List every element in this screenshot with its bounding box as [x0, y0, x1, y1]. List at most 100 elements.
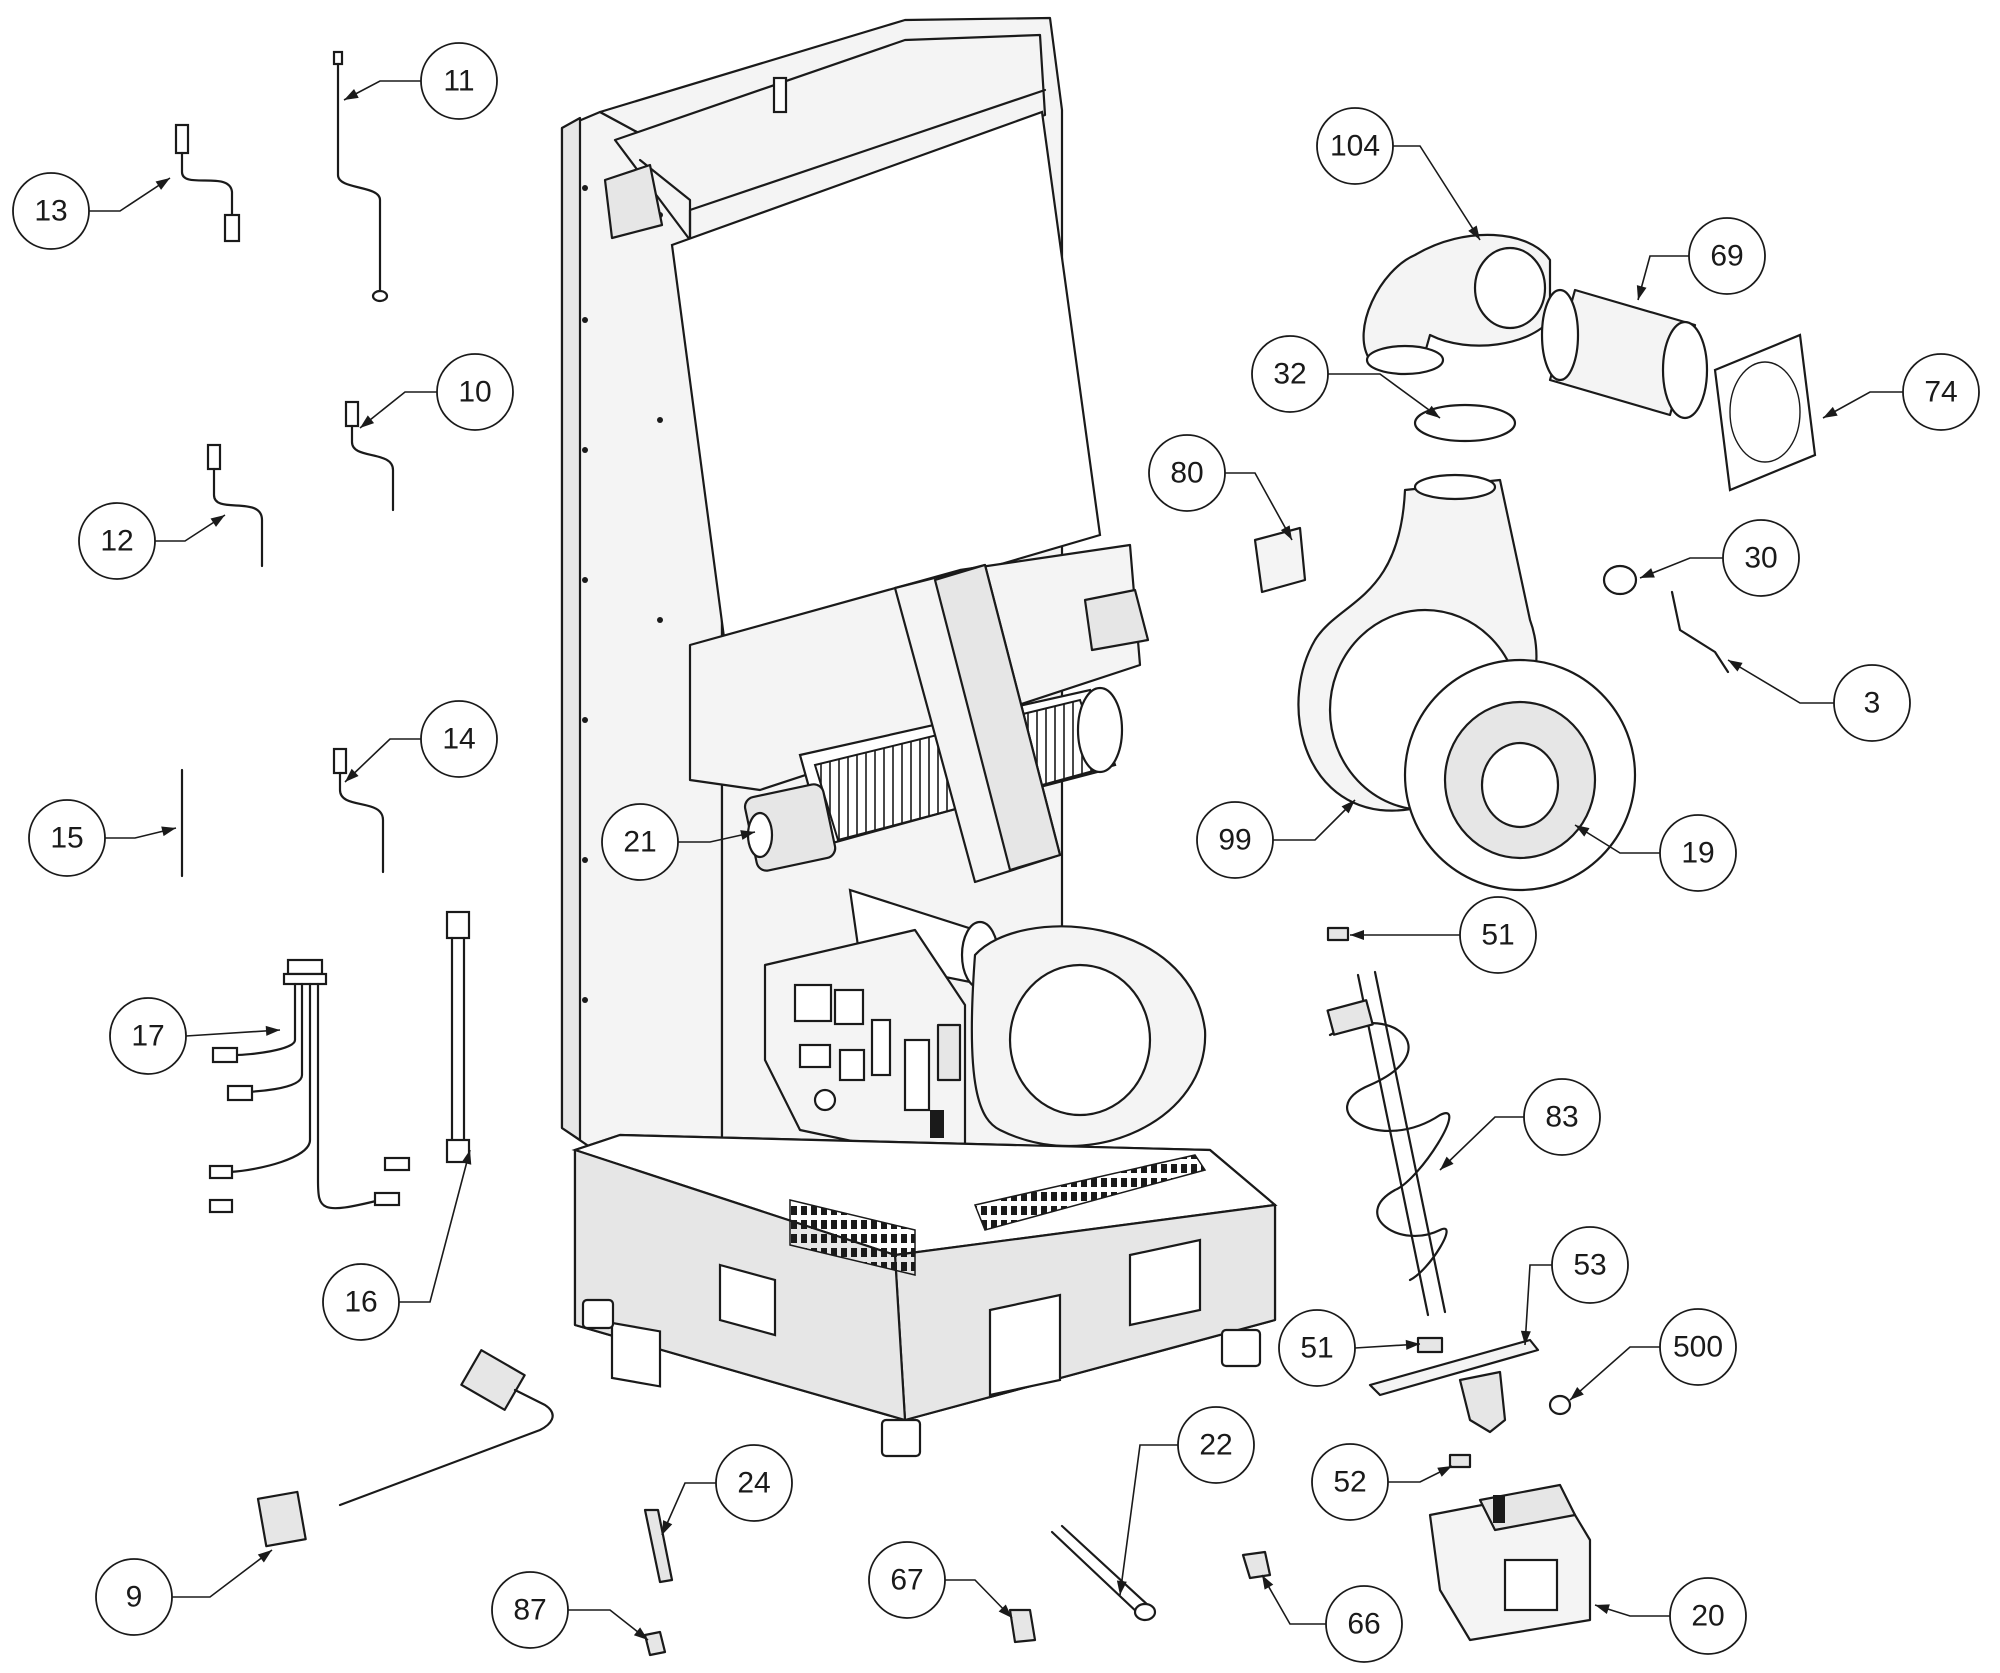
- leader-arrow-3: [1728, 660, 1743, 672]
- leader-arrow-14: [345, 768, 359, 782]
- leader-line-9: [172, 1549, 273, 1598]
- svg-text:11: 11: [443, 65, 474, 98]
- wire-13: [174, 123, 241, 243]
- callout-9: 9: [95, 1558, 173, 1636]
- part-19-fan-motor: [1403, 658, 1637, 892]
- part-80-bracket: [1253, 526, 1307, 594]
- leader-line-80: [1225, 472, 1293, 541]
- leader-line-16: [399, 1149, 471, 1303]
- burner-ring-housing: [970, 925, 1207, 1147]
- svg-text:21: 21: [623, 826, 656, 859]
- leader-arrow-32: [1425, 405, 1440, 418]
- svg-text:500: 500: [1673, 1331, 1723, 1364]
- leader-arrow-24: [662, 1520, 673, 1535]
- svg-text:83: 83: [1545, 1101, 1578, 1134]
- callout-500: 500: [1659, 1308, 1737, 1386]
- part-22-rod: [1050, 1524, 1157, 1622]
- svg-text:20: 20: [1691, 1600, 1724, 1633]
- svg-text:22: 22: [1199, 1429, 1232, 1462]
- callout-32: 32: [1251, 335, 1329, 413]
- leader-arrow-99: [1341, 800, 1355, 814]
- callout-53: 53: [1551, 1226, 1629, 1304]
- callout-74: 74: [1902, 353, 1980, 431]
- leader-line-10: [359, 391, 437, 429]
- foot-front-right: [880, 1418, 922, 1458]
- svg-text:51: 51: [1481, 919, 1514, 952]
- part-20-gear-motor: [1428, 1483, 1592, 1642]
- leader-arrow-17: [265, 1025, 280, 1036]
- callout-104: 104: [1316, 107, 1394, 185]
- leader-arrow-13: [155, 178, 170, 190]
- svg-text:87: 87: [513, 1594, 546, 1627]
- svg-text:74: 74: [1924, 376, 1957, 409]
- leader-arrow-52: [1437, 1466, 1452, 1477]
- svg-text:99: 99: [1218, 824, 1251, 857]
- svg-text:66: 66: [1347, 1608, 1380, 1641]
- leader-line-83: [1439, 1116, 1524, 1171]
- part-500-cap: [1548, 1394, 1572, 1416]
- callout-83: 83: [1523, 1078, 1601, 1156]
- leader-line-15: [105, 827, 177, 839]
- leader-line-66: [1261, 1574, 1326, 1625]
- leader-line-53: [1524, 1264, 1552, 1346]
- callout-22: 22: [1177, 1406, 1255, 1484]
- leader-arrow-30: [1640, 568, 1655, 578]
- leader-arrow-104: [1468, 225, 1480, 240]
- part-30-disc: [1602, 564, 1638, 596]
- callout-30: 30: [1722, 519, 1800, 597]
- leader-arrow-9: [257, 1550, 272, 1563]
- svg-text:12: 12: [100, 525, 133, 558]
- power-cord-9: [256, 1349, 554, 1548]
- leader-line-30: [1639, 557, 1723, 579]
- svg-text:52: 52: [1333, 1466, 1366, 1499]
- callout-14: 14: [420, 700, 498, 778]
- svg-text:53: 53: [1573, 1249, 1606, 1282]
- part-66: [1241, 1550, 1272, 1580]
- leader-line-32: [1328, 373, 1441, 419]
- callout-52: 52: [1311, 1443, 1389, 1521]
- feed-chute: [893, 563, 1062, 884]
- foot-back-right: [1220, 1328, 1262, 1368]
- leader-line-67: [945, 1579, 1013, 1619]
- part-32-ring: [1413, 403, 1517, 443]
- part-67: [1008, 1608, 1037, 1644]
- leader-line-104: [1393, 145, 1481, 241]
- svg-text:32: 32: [1273, 358, 1306, 391]
- leader-line-74: [1822, 391, 1903, 419]
- callout-leaders: [89, 80, 1903, 1641]
- top-corner-bracket: [603, 163, 664, 240]
- foot-front-left: [581, 1298, 615, 1330]
- svg-text:69: 69: [1710, 240, 1743, 273]
- svg-text:19: 19: [1681, 837, 1714, 870]
- callout-66: 66: [1325, 1585, 1403, 1663]
- leader-arrow-16: [461, 1150, 472, 1165]
- leader-arrow-69: [1636, 285, 1647, 300]
- svg-text:14: 14: [442, 723, 475, 756]
- wire-11: [332, 50, 389, 303]
- svg-text:80: 80: [1170, 457, 1203, 490]
- leader-arrow-11: [344, 89, 359, 100]
- part-3-rod: [1670, 590, 1730, 674]
- leader-line-87: [568, 1609, 649, 1641]
- callout-87: 87: [491, 1571, 569, 1649]
- leader-line-500: [1569, 1346, 1660, 1401]
- leader-line-14: [344, 738, 421, 783]
- callout-69: 69: [1688, 217, 1766, 295]
- svg-text:9: 9: [126, 1581, 143, 1614]
- leader-line-69: [1637, 255, 1689, 301]
- leader-line-22: [1119, 1444, 1178, 1596]
- leader-line-19: [1574, 824, 1660, 854]
- callout-3: 3: [1833, 664, 1911, 742]
- callout-15: 15: [28, 799, 106, 877]
- leader-arrow-500: [1570, 1386, 1584, 1400]
- callout-24: 24: [715, 1444, 793, 1522]
- leader-arrow-10: [360, 415, 375, 428]
- callout-13: 13: [12, 172, 90, 250]
- svg-text:13: 13: [34, 195, 67, 228]
- leader-line-12: [155, 514, 226, 542]
- svg-text:67: 67: [890, 1564, 923, 1597]
- part-74-gasket-plate: [1713, 333, 1817, 492]
- left-side-panel-edge: [560, 116, 582, 1142]
- leader-line-3: [1727, 659, 1834, 704]
- wire-12: [206, 443, 264, 568]
